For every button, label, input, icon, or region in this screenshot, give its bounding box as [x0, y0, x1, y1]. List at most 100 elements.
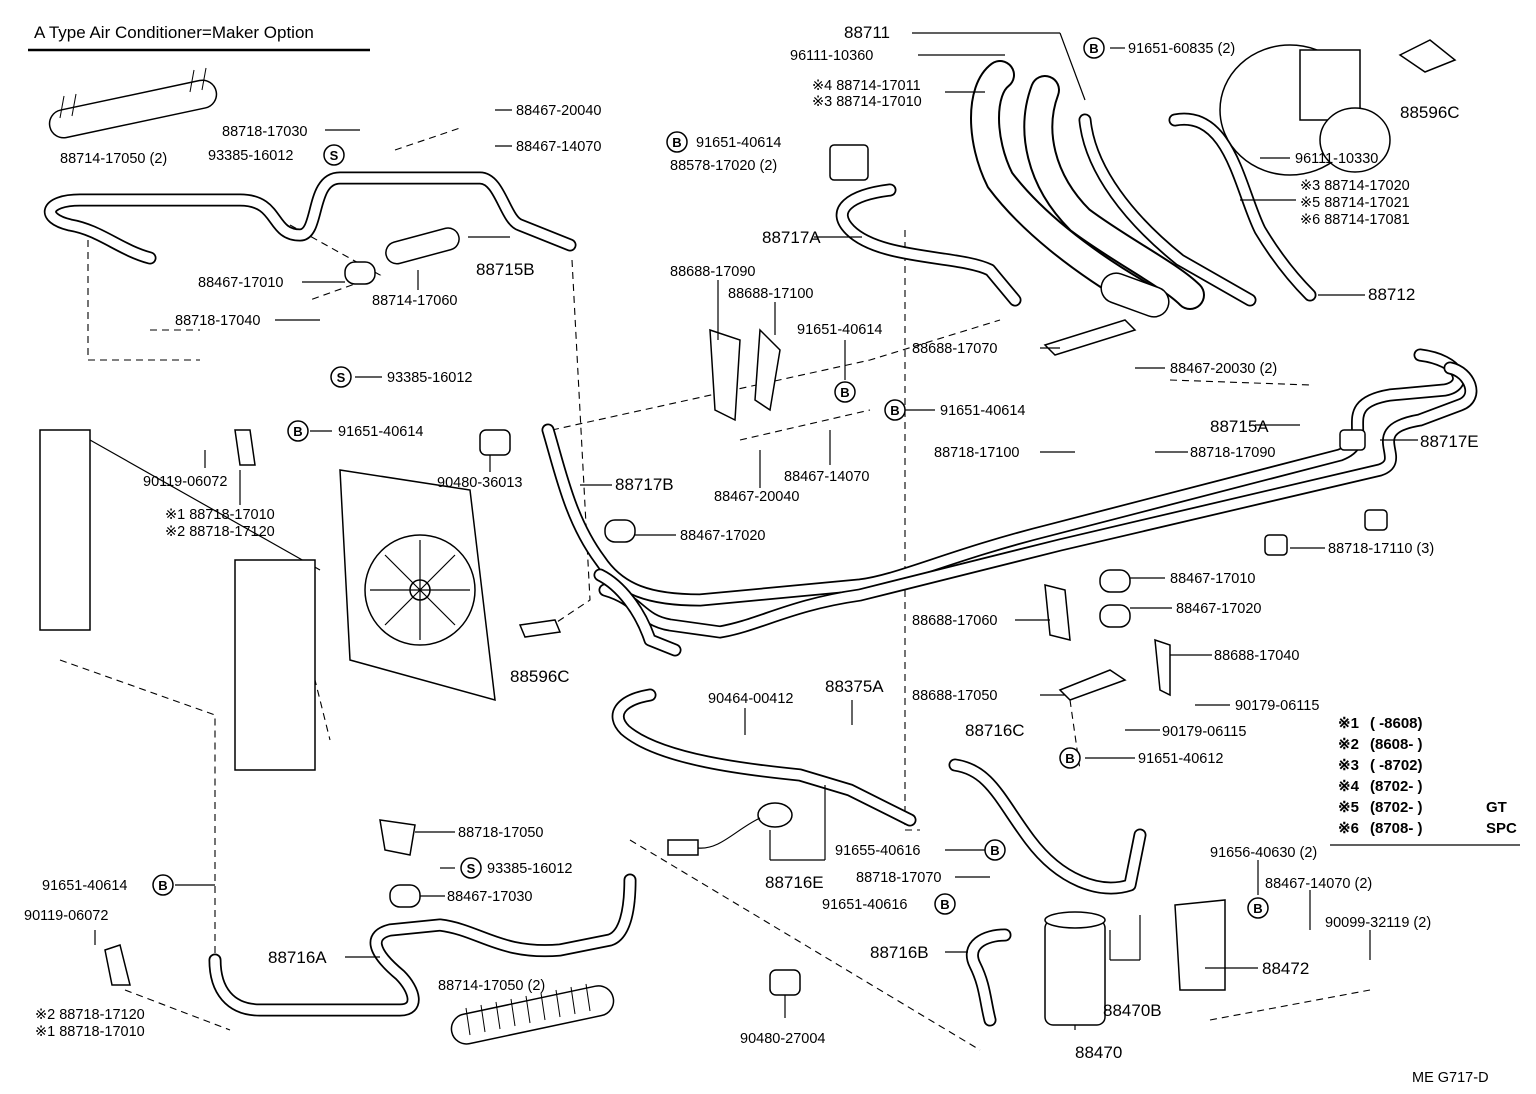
label-88716E: 88716E: [765, 873, 824, 892]
label-91651-40614-c2: 91651-40614: [940, 403, 1025, 419]
label-88717E: 88717E: [1420, 432, 1479, 451]
label-88717A: 88717A: [762, 228, 821, 247]
label-88718-17010-low: ※1 88718-17010: [35, 1024, 145, 1040]
label-88717B: 88717B: [615, 475, 674, 494]
svg-text:(8708- ): (8708- ): [1370, 820, 1423, 837]
drawing-id: ME G717-D: [1412, 1070, 1489, 1086]
label-88688-17040: 88688-17040: [1214, 648, 1299, 664]
bolt-symbol: B: [984, 839, 1006, 861]
label-90179-06115-a: 90179-06115: [1235, 698, 1319, 714]
assembly-labels: 88711 88712 88715A 88715B 88716A 88716B …: [268, 23, 1479, 1062]
label-88716C: 88716C: [965, 721, 1025, 740]
dashed-guides: [59, 127, 1371, 1051]
label-88467-20030: 88467-20030 (2): [1170, 361, 1277, 377]
label-90119-06072-low: 90119-06072: [24, 908, 108, 924]
svg-text:※4: ※4: [1338, 778, 1360, 795]
label-88716B: 88716B: [870, 943, 929, 962]
footnote-row: ※5 (8702- ) GT: [1338, 799, 1507, 816]
svg-text:( -8608): ( -8608): [1370, 715, 1423, 732]
label-88467-17010-right: 88467-17010: [1170, 571, 1255, 587]
svg-text:S: S: [467, 861, 476, 876]
label-93385-16012-mid: 93385-16012: [387, 370, 472, 386]
label-88467-17030: 88467-17030: [447, 889, 532, 905]
label-91651-60835: 91651-60835 (2): [1128, 41, 1235, 57]
footnote-row: ※1 ( -8608): [1338, 715, 1423, 732]
label-88688-17090: 88688-17090: [670, 264, 755, 280]
svg-text:SPC: SPC: [1486, 820, 1517, 837]
label-88714-17010-top: ※3 88714-17010: [812, 94, 922, 110]
svg-text:B: B: [1065, 751, 1074, 766]
label-88718-17110: 88718-17110 (3): [1328, 541, 1434, 557]
label-88718-17030: 88718-17030: [222, 124, 307, 140]
svg-text:B: B: [158, 878, 167, 893]
label-88714-17081: ※6 88714-17081: [1300, 212, 1410, 228]
label-91651-40616: 91651-40616: [822, 897, 907, 913]
label-88711: 88711: [844, 23, 890, 42]
svg-text:(8608- ): (8608- ): [1370, 736, 1423, 753]
label-88596C-mid: 88596C: [510, 667, 570, 686]
label-90119-06072-top: 90119-06072: [143, 474, 227, 490]
label-88467-14070-low: 88467-14070 (2): [1265, 876, 1372, 892]
label-88467-20040-top: 88467-20040: [516, 103, 601, 119]
label-88688-17060: 88688-17060: [912, 613, 997, 629]
label-88470: 88470: [1075, 1043, 1122, 1062]
label-88714-17011: ※4 88714-17011: [812, 78, 921, 94]
label-88718-17010-top: ※1 88718-17010: [165, 507, 275, 523]
label-88578-17020: 88578-17020 (2): [670, 158, 777, 174]
label-88718-17090: 88718-17090: [1190, 445, 1275, 461]
label-88714-17021: ※5 88714-17021: [1300, 195, 1410, 211]
components: [39, 39, 1457, 1026]
svg-text:B: B: [990, 843, 999, 858]
bolt-symbol: B: [152, 874, 174, 896]
label-88718-17120-low: ※2 88718-17120: [35, 1007, 145, 1023]
svg-text:(8702- ): (8702- ): [1370, 799, 1423, 816]
label-88596C-top: 88596C: [1400, 103, 1460, 122]
label-91651-40612: 91651-40612: [1138, 751, 1223, 767]
bolt-symbol: B: [1083, 37, 1105, 59]
bolt-symbol: B: [834, 381, 856, 403]
label-88718-17120-top: ※2 88718-17120: [165, 524, 275, 540]
label-88375A: 88375A: [825, 677, 884, 696]
label-88467-14070-top: 88467-14070: [516, 139, 601, 155]
bolt-symbol: B: [666, 131, 688, 153]
label-90480-27004: 90480-27004: [740, 1031, 825, 1047]
svg-text:B: B: [293, 424, 302, 439]
label-91655-40616: 91655-40616: [835, 843, 920, 859]
bolt-symbol: B: [884, 399, 906, 421]
svg-text:※5: ※5: [1338, 799, 1359, 816]
svg-text:※2: ※2: [1338, 736, 1359, 753]
label-93385-16012-top: 93385-16012: [208, 148, 293, 164]
screw-symbol: S: [460, 857, 482, 879]
label-88467-17020-right: 88467-17020: [1176, 601, 1261, 617]
diagram-title: A Type Air Conditioner=Maker Option: [34, 23, 314, 42]
bolt-symbol: B: [1247, 897, 1269, 919]
svg-text:B: B: [1089, 41, 1098, 56]
label-88467-14070-mid: 88467-14070: [784, 469, 869, 485]
label-91651-40614-top: 91651-40614: [696, 135, 781, 151]
screw-symbol: S: [330, 366, 352, 388]
label-90099-32119: 90099-32119 (2): [1325, 915, 1431, 931]
label-93385-16012-low: 93385-16012: [487, 861, 572, 877]
svg-text:B: B: [840, 385, 849, 400]
footnote-row: ※4 (8702- ): [1338, 778, 1423, 795]
svg-text:S: S: [337, 370, 346, 385]
label-88688-17070: 88688-17070: [912, 341, 997, 357]
label-88472: 88472: [1262, 959, 1309, 978]
part-labels: 96111-10360 ※4 88714-17011 ※3 88714-1701…: [24, 41, 1434, 1047]
svg-text:B: B: [672, 135, 681, 150]
svg-text:※1: ※1: [1338, 715, 1359, 732]
footnote-row: ※6 (8708- ) SPC: [1338, 820, 1517, 837]
label-91651-40614-left: 91651-40614: [338, 424, 423, 440]
label-96111-10330: 96111-10330: [1295, 151, 1378, 167]
label-88714-17020: ※3 88714-17020: [1300, 178, 1410, 194]
label-88714-17050-top: 88714-17050 (2): [60, 151, 167, 167]
label-88718-17040: 88718-17040: [175, 313, 260, 329]
label-91656-40630: 91656-40630 (2): [1210, 845, 1317, 861]
label-88718-17100: 88718-17100: [934, 445, 1019, 461]
label-88467-17020-mid: 88467-17020: [680, 528, 765, 544]
footnote-legend: ※1 ( -8608) ※2 (8608- ) ※3 ( -8702) ※4 (…: [1338, 715, 1517, 837]
label-96111-10360: 96111-10360: [790, 48, 873, 64]
fastener-symbols: B B S S B B B B S B B B B: [152, 37, 1269, 919]
label-88718-17070: 88718-17070: [856, 870, 941, 886]
